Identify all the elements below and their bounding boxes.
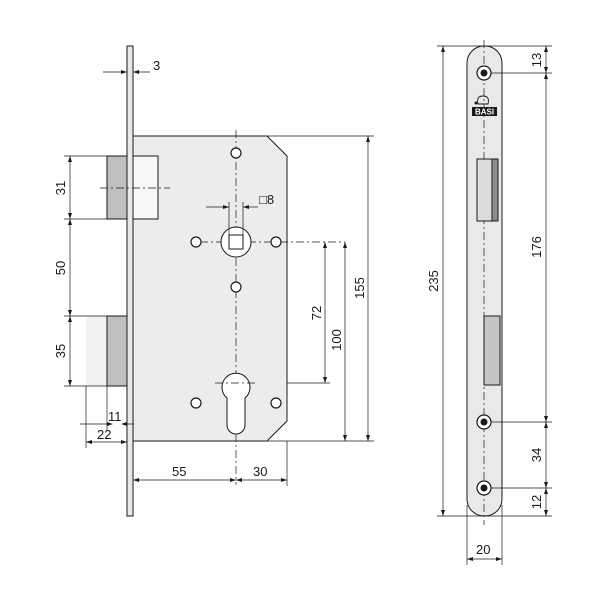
dim-backset: 55 bbox=[172, 464, 186, 479]
front-view: BASI 235 13 176 34 12 bbox=[426, 40, 552, 565]
dim-bolt-projection-inner: 11 bbox=[108, 409, 122, 424]
dim-case-height: 155 bbox=[352, 277, 367, 299]
dim-faceplate-width: 20 bbox=[476, 542, 490, 557]
screw-hole-bottom-right bbox=[270, 397, 282, 409]
latch-bolt bbox=[106, 155, 128, 220]
bolt-opening-front bbox=[483, 315, 501, 386]
dim-bottom-hole-offset: 12 bbox=[529, 495, 544, 509]
dim-hole-spacing: 176 bbox=[529, 236, 544, 258]
dim-bolt-projection-outer: 22 bbox=[97, 427, 111, 442]
screw-hole-middle bbox=[230, 281, 242, 293]
dim-follower-square: □8 bbox=[259, 192, 274, 207]
dim-follower-to-cylinder: 72 bbox=[309, 306, 324, 320]
screw-hole-top bbox=[230, 147, 242, 159]
latch-housing bbox=[132, 155, 159, 220]
screw-hole-right bbox=[270, 236, 282, 248]
dim-faceplate-thickness: 3 bbox=[153, 58, 160, 73]
dim-case-depth: 30 bbox=[253, 464, 267, 479]
dim-bolt-height: 35 bbox=[53, 344, 68, 358]
dim-top-hole-offset: 13 bbox=[529, 53, 544, 67]
dim-latch-height: 31 bbox=[53, 181, 68, 195]
side-view: 3 31 50 35 □8 72 100 bbox=[53, 45, 374, 517]
latch-edge bbox=[491, 158, 499, 222]
faceplate-side bbox=[126, 45, 134, 517]
dim-faceplate-length: 235 bbox=[426, 270, 441, 292]
basi-logo-icon bbox=[472, 95, 497, 116]
screw-hole-bottom-left bbox=[190, 397, 202, 409]
dim-screw-spacing: 100 bbox=[329, 329, 344, 351]
dead-bolt-ghost bbox=[86, 316, 107, 386]
dead-bolt bbox=[106, 315, 128, 387]
dim-lower-hole-spacing: 34 bbox=[529, 448, 544, 462]
cylinder-cutout bbox=[221, 372, 251, 435]
latch-opening-front bbox=[476, 158, 495, 222]
screw-hole-left bbox=[190, 236, 202, 248]
faceplate-front bbox=[466, 45, 503, 517]
follower-square bbox=[228, 234, 244, 250]
brand-label: BASI bbox=[475, 108, 494, 117]
dim-latch-to-bolt: 50 bbox=[53, 261, 68, 275]
